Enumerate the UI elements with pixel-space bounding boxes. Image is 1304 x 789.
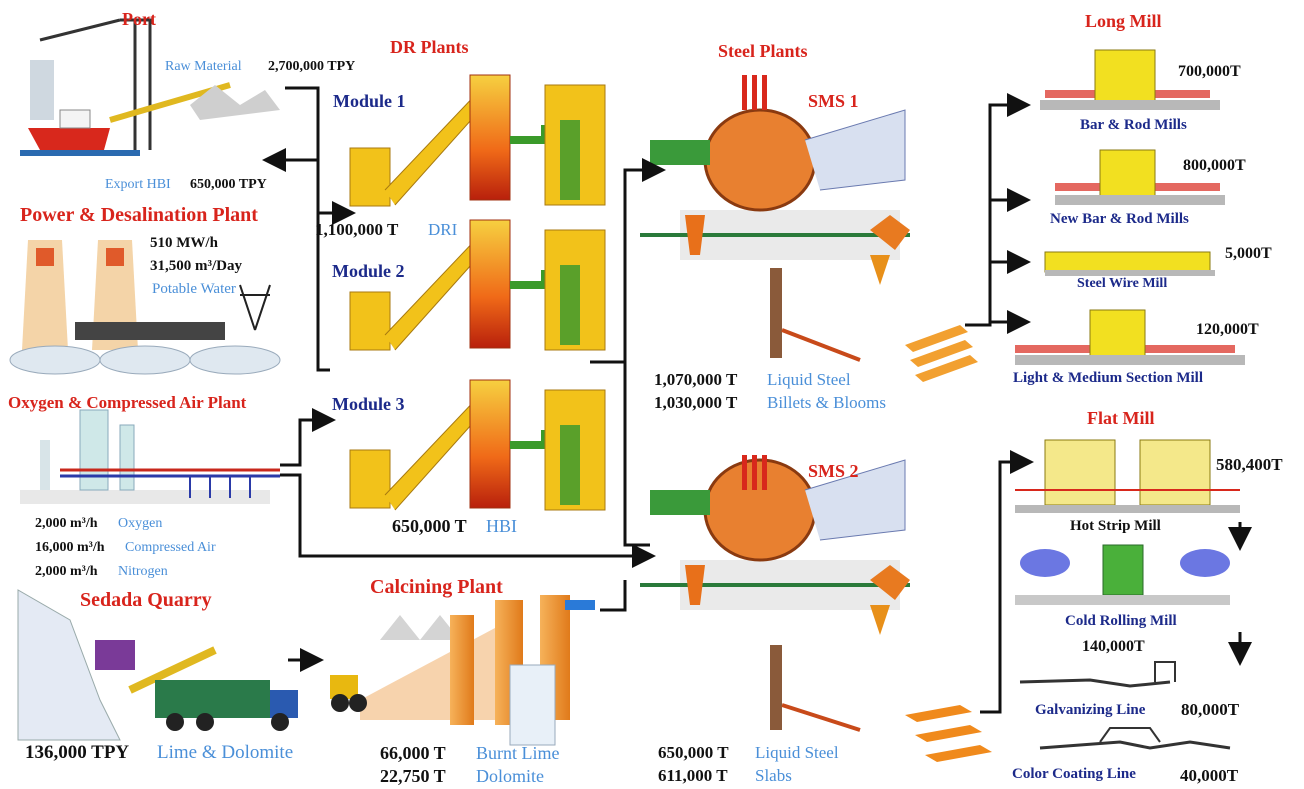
power-plant-illustration [9, 240, 281, 375]
dolomite-qty: 22,750 T [380, 766, 446, 786]
sms1-liquid-qty: 1,070,000 T [654, 370, 738, 389]
dr-plants-title: DR Plants [390, 37, 469, 57]
galvanizing-label: Galvanizing Line [1035, 702, 1146, 718]
arrow-oxygen-to-dr3 [280, 408, 336, 467]
hot-strip-label: Hot Strip Mill [1070, 518, 1161, 534]
sms2-illustration [640, 455, 910, 635]
color-coating-line-illustration [1039, 727, 1231, 750]
power-output: 510 MW/h [150, 235, 218, 251]
steel-wire-mill-illustration [1044, 251, 1215, 276]
color-coating-label: Color Coating Line [1012, 766, 1136, 782]
sms1-label: SMS 1 [808, 91, 859, 111]
arrow-dr-to-sms2 [623, 362, 650, 547]
wire-mill-qty: 5,000T [1225, 245, 1272, 262]
section-mill-label: Light & Medium Section Mill [1013, 370, 1203, 386]
export-hbi-label: Export HBI [105, 177, 171, 192]
bar-rod-mill-illustration [1040, 49, 1220, 110]
arrow-to-bar-rod [965, 93, 1031, 327]
sms1-liquid-label: Liquid Steel [767, 370, 851, 389]
section-mill-qty: 120,000T [1196, 321, 1259, 338]
potable-water-label: Potable Water [152, 281, 236, 297]
sms1-caster-illustration [770, 268, 978, 382]
new-bar-rod-mill-illustration [1055, 149, 1225, 205]
cold-rolling-label: Cold Rolling Mill [1065, 613, 1177, 629]
burnt-lime-label: Burnt Lime [476, 743, 560, 763]
sms1-billets-label: Billets & Blooms [767, 393, 887, 412]
module-1-label: Module 1 [333, 91, 406, 111]
sms2-slabs-qty: 611,000 T [658, 766, 728, 785]
arrow-port-to-dr [285, 86, 356, 225]
dri-label: DRI [428, 220, 458, 239]
sms2-label: SMS 2 [808, 461, 859, 481]
compressed-air-qty: 16,000 m³/h [35, 540, 105, 555]
hbi-label: HBI [486, 516, 517, 536]
arrow-calcining-to-sms [600, 580, 627, 612]
port-illustration [20, 18, 280, 156]
arrow-to-hot-strip [980, 450, 1034, 714]
export-hbi-value: 650,000 TPY [190, 177, 267, 192]
compressed-air-label: Compressed Air [125, 540, 216, 555]
cold-rolling-mill-illustration [1015, 544, 1230, 605]
color-coating-qty: 40,000T [1180, 766, 1239, 785]
hot-strip-mill-illustration [1015, 439, 1240, 513]
dri-qty: 1,100,000 T [315, 220, 399, 239]
dr-module-2 [349, 219, 606, 351]
module-3-label: Module 3 [332, 394, 405, 414]
raw-material-label: Raw Material [165, 59, 242, 74]
flat-mill-title: Flat Mill [1087, 408, 1155, 428]
burnt-lime-qty: 66,000 T [380, 743, 446, 763]
galvanizing-line-illustration [1019, 661, 1176, 688]
galvanizing-qty: 80,000T [1181, 700, 1240, 719]
new-bar-rod-qty: 800,000T [1183, 157, 1246, 174]
quarry-label: Lime & Dolomite [157, 742, 294, 763]
sms2-liquid-label: Liquid Steel [755, 743, 839, 762]
port-title: Port [122, 9, 156, 29]
oxygen-qty: 2,000 m³/h [35, 516, 98, 531]
arrow-power-link [316, 160, 330, 372]
sms1-billets-qty: 1,030,000 T [654, 393, 738, 412]
sms2-caster-illustration [770, 645, 992, 762]
nitrogen-label: Nitrogen [118, 564, 168, 579]
cold-rolling-qty: 140,000T [1082, 638, 1145, 655]
dolomite-label: Dolomite [476, 766, 544, 786]
bar-rod-label: Bar & Rod Mills [1080, 117, 1187, 133]
section-mill-illustration [1015, 309, 1245, 365]
new-bar-rod-label: New Bar & Rod Mills [1050, 211, 1189, 227]
sms2-liquid-qty: 650,000 T [658, 743, 729, 762]
power-plant-title: Power & Desalination Plant [20, 204, 258, 226]
oxygen-plant-title: Oxygen & Compressed Air Plant [8, 393, 247, 412]
raw-material-value: 2,700,000 TPY [268, 59, 356, 74]
quarry-qty: 136,000 TPY [25, 742, 130, 763]
calcining-plant-illustration [330, 595, 595, 746]
sms1-illustration [640, 75, 910, 285]
hot-strip-qty: 580,400T [1216, 455, 1283, 474]
flow-arrows [262, 86, 1252, 714]
hbi-qty: 650,000 T [392, 516, 467, 536]
module-2-label: Module 2 [332, 261, 405, 281]
wire-mill-label: Steel Wire Mill [1077, 276, 1168, 291]
arrow-oxygen-to-sms2 [280, 473, 656, 568]
calcining-title: Calcining Plant [370, 576, 503, 598]
oxygen-label: Oxygen [118, 516, 163, 531]
quarry-illustration [17, 589, 298, 741]
sms2-slabs-label: Slabs [755, 766, 792, 785]
oxygen-plant-illustration [20, 409, 280, 504]
quarry-title: Sedada Quarry [80, 589, 212, 611]
long-mill-title: Long Mill [1085, 11, 1162, 31]
dr-module-1 [349, 74, 606, 207]
bar-rod-qty: 700,000T [1178, 63, 1241, 80]
nitrogen-qty: 2,000 m³/h [35, 564, 98, 579]
dr-module-3 [349, 379, 606, 511]
arrow-dr-to-sms1 [590, 158, 666, 364]
water-output: 31,500 m³/Day [150, 258, 242, 274]
steel-plants-title: Steel Plants [718, 41, 808, 61]
